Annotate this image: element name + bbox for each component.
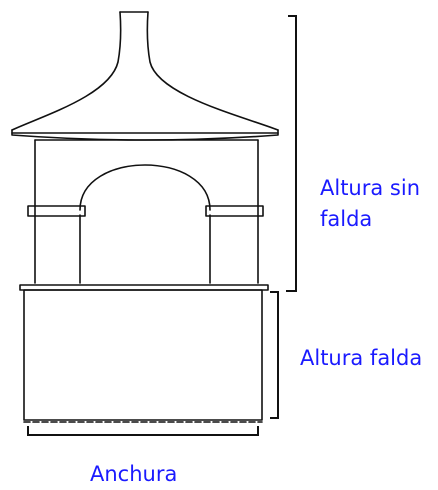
skirt-height-label: Altura falda <box>300 346 423 370</box>
width-bracket <box>27 426 259 436</box>
cupola-impost-right <box>205 205 264 217</box>
cupola-skirt <box>23 289 263 421</box>
height-without-skirt-bracket <box>286 15 297 292</box>
cupola-ledge <box>19 284 269 291</box>
height-without-skirt-label: Altura sin falda <box>320 173 420 235</box>
height-without-skirt-label-line1: Altura sin <box>320 176 421 200</box>
cupola-upper-body <box>34 139 259 284</box>
skirt-height-bracket <box>270 291 279 419</box>
cupola-impost-left <box>27 205 86 217</box>
cupola-roof <box>11 11 279 141</box>
cupola-arch <box>79 164 211 284</box>
height-without-skirt-label-line2: falda <box>320 207 373 231</box>
width-label: Anchura <box>90 462 178 486</box>
